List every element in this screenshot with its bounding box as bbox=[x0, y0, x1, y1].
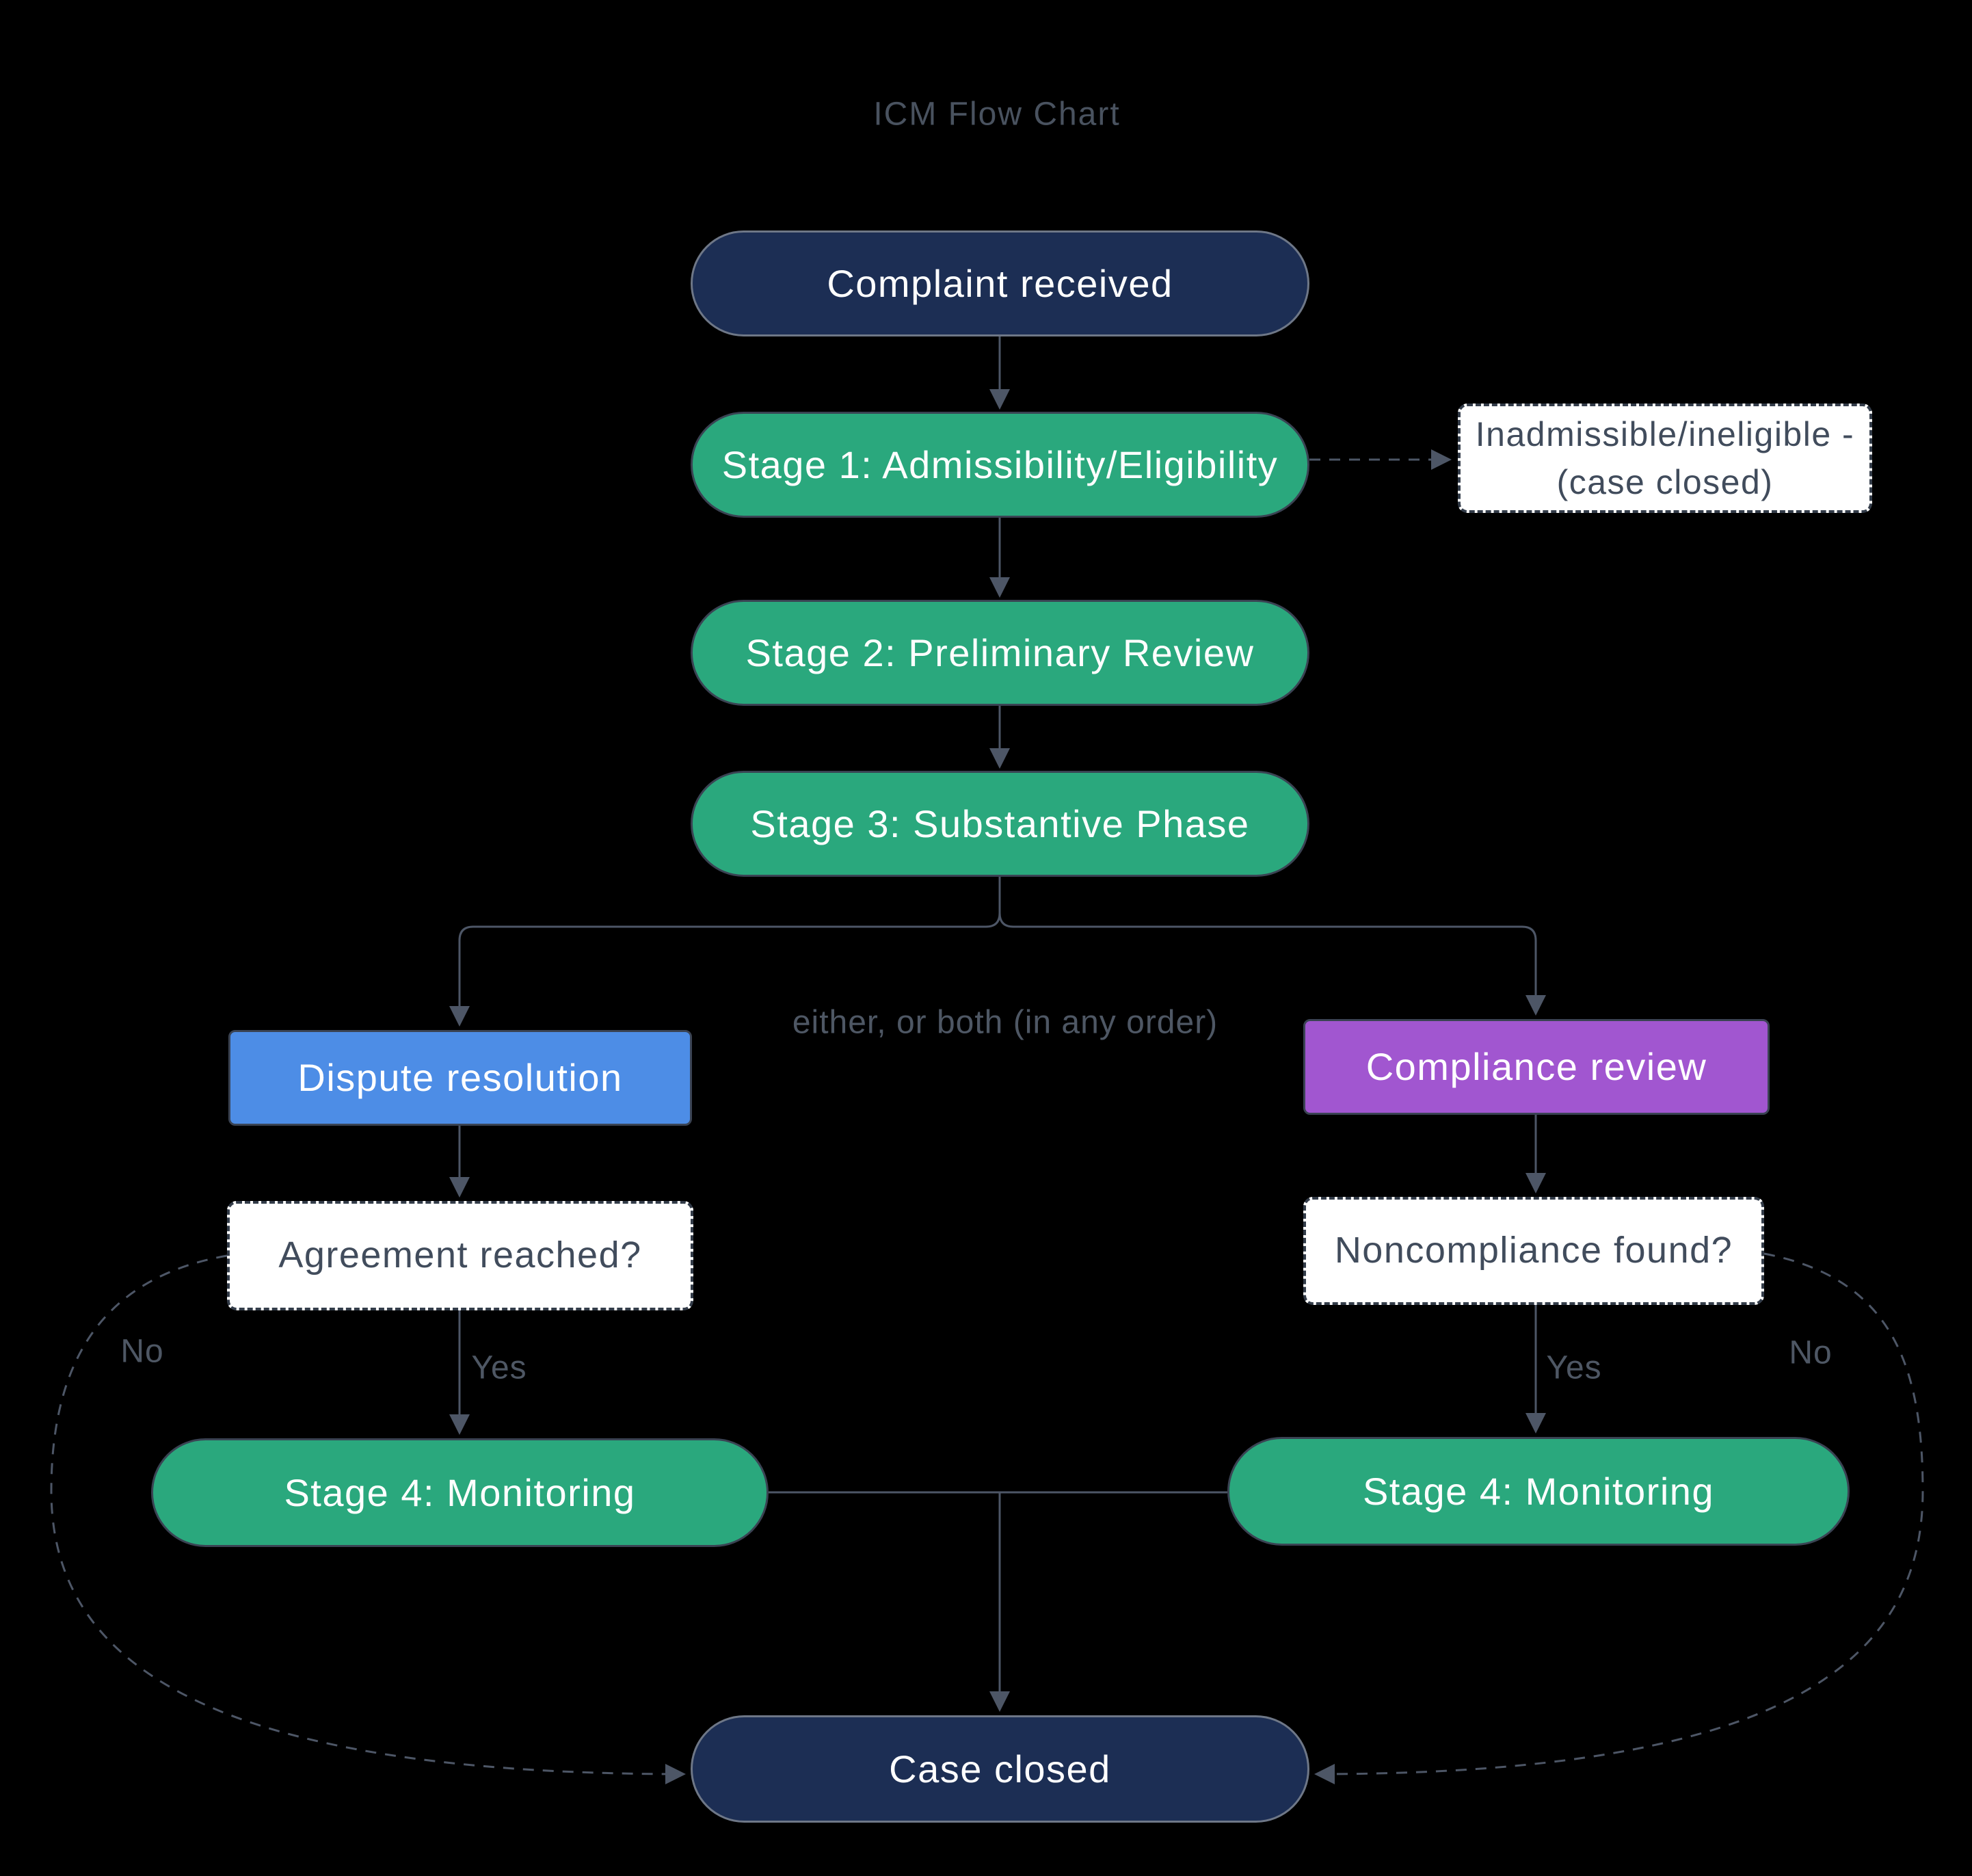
node-stage2-preliminary-review: Stage 2: Preliminary Review bbox=[691, 600, 1309, 706]
edge-label-yes-left: Yes bbox=[471, 1349, 527, 1386]
node-label: Case closed bbox=[889, 1747, 1111, 1791]
node-noncompliance-found-question: Noncompliance found? bbox=[1303, 1197, 1764, 1305]
node-label: Compliance review bbox=[1365, 1045, 1707, 1088]
edge-label-no-left: No bbox=[120, 1333, 164, 1370]
edge-stage3-to-dispute bbox=[449, 877, 1001, 1027]
node-label: Complaint received bbox=[827, 261, 1173, 305]
node-label: Stage 1: Admissibility/Eligibility bbox=[721, 442, 1279, 486]
node-label: Noncompliance found? bbox=[1334, 1230, 1733, 1271]
edge-label-no-right: No bbox=[1789, 1334, 1833, 1371]
edge-noncompliance-no-to-case-closed bbox=[1314, 1252, 1924, 1784]
node-stage4-monitoring-left: Stage 4: Monitoring bbox=[151, 1438, 769, 1547]
node-stage1-admissibility: Stage 1: Admissibility/Eligibility bbox=[691, 412, 1309, 518]
chart-title: ICM Flow Chart bbox=[873, 96, 1121, 133]
edge-agreement-no-to-case-closed bbox=[50, 1254, 686, 1784]
node-label: Stage 4: Monitoring bbox=[1362, 1469, 1715, 1513]
edge-label-yes-right: Yes bbox=[1546, 1349, 1602, 1386]
node-stage3-substantive-phase: Stage 3: Substantive Phase bbox=[691, 771, 1309, 877]
node-inadmissible-case-closed: Inadmissible/ineligible - (case closed) bbox=[1458, 404, 1872, 513]
node-case-closed: Case closed bbox=[691, 1715, 1309, 1823]
edge-stage3-to-compliance bbox=[998, 877, 1546, 1016]
node-label: Agreement reached? bbox=[278, 1234, 642, 1276]
node-label: Stage 2: Preliminary Review bbox=[745, 631, 1255, 674]
node-complaint-received: Complaint received bbox=[691, 230, 1309, 336]
node-stage4-monitoring-right: Stage 4: Monitoring bbox=[1227, 1437, 1850, 1546]
node-label: Stage 4: Monitoring bbox=[284, 1470, 636, 1514]
node-label: Dispute resolution bbox=[297, 1056, 623, 1099]
node-label-line2: (case closed) bbox=[1556, 463, 1774, 501]
node-label: Stage 3: Substantive Phase bbox=[750, 802, 1250, 845]
node-dispute-resolution: Dispute resolution bbox=[228, 1030, 692, 1126]
node-label-line1: Inadmissible/ineligible - bbox=[1475, 415, 1855, 453]
node-compliance-review: Compliance review bbox=[1303, 1019, 1770, 1115]
edge-label-either-or-both: either, or both (in any order) bbox=[792, 1004, 1218, 1041]
node-agreement-reached-question: Agreement reached? bbox=[227, 1201, 693, 1310]
